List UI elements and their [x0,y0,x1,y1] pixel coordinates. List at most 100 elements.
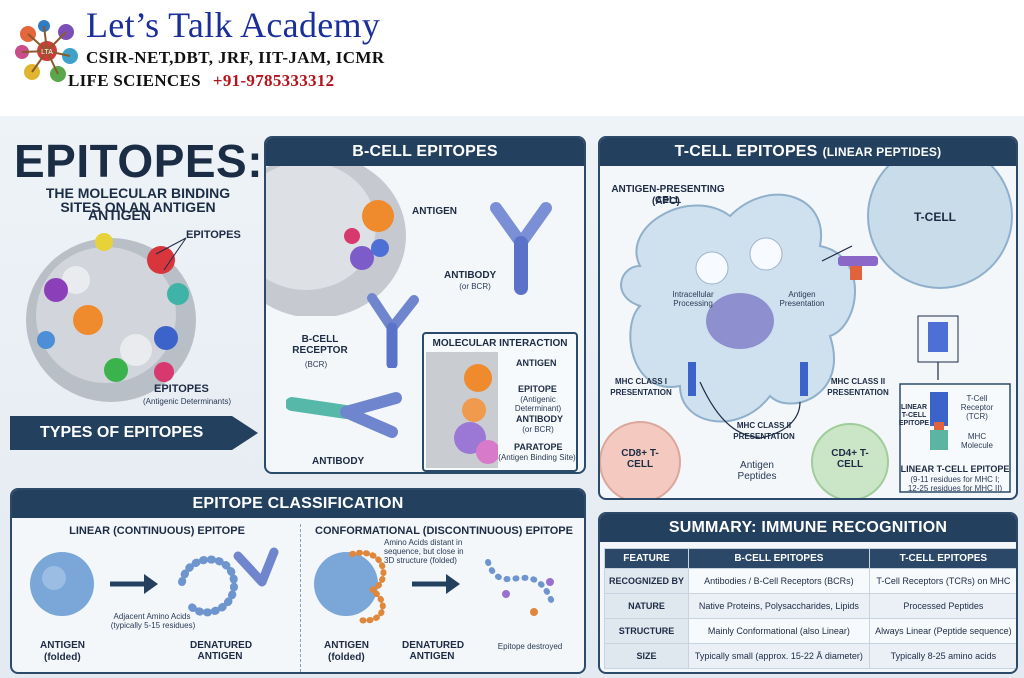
linear-tcell-box-title: LINEAR T-CELL EPITOPE [900,464,1010,474]
bcell-cell: Native Proteins, Polysaccharides, Lipids [688,593,870,619]
conf-denatured-label: DENATURED ANTIGEN [402,640,465,662]
intracellular-label: Intracellular Processing [672,290,714,308]
bcell-receptor-label: B-CELL RECEPTOR [292,334,348,356]
main-title: EPITOPES: [14,135,264,187]
col-feature: FEATURE [604,548,689,569]
conf-folded-label: (folded) [328,652,365,663]
classification-divider [300,524,301,672]
interaction-title: MOLECULAR INTERACTION [432,338,568,349]
interaction-epitope: EPITOPE [518,384,557,394]
types-of-epitopes-text: TYPES OF EPITOPES [40,424,204,441]
conf-antigen-label: ANTIGEN [324,640,369,651]
bcell-antigen-surface [266,166,406,316]
antibody-bcr-icon [490,202,552,295]
tcell-panel-title: T-CELL EPITOPES [674,143,818,160]
table-row: RECOGNIZED BY Antibodies / B-Cell Recept… [604,568,1016,594]
bcell-antigen-label: ANTIGEN [412,206,457,217]
tcell-panel-title-small: (LINEAR PEPTIDES) [822,145,942,159]
tcell-cell: Processed Peptides [868,593,1016,619]
feature-cell: NATURE [604,593,689,619]
col-tcell: T-CELL EPITOPES [868,548,1016,569]
epitopes-bottom-label: EPITOPES [154,383,209,395]
epitope-destroyed-label: Epitope destroyed [497,642,563,651]
linear-epitope-title: LINEAR (CONTINUOUS) EPITOPE [69,525,245,537]
tcell-cell: T-Cell Receptors (TCRs) on MHC [868,568,1016,594]
antigen-label: ANTIGEN [88,207,151,223]
classification-header: EPITOPE CLASSIFICATION [12,490,584,518]
tcr-label: T-Cell Receptor (TCR) [960,394,994,421]
interaction-antibody-sub: (or BCR) [522,425,554,434]
antibody-label: ANTIBODY [312,456,365,467]
antibody-icon [286,392,402,438]
interaction-paratope: PARATOPE [514,442,563,452]
interaction-antigen: ANTIGEN [516,358,557,368]
types-of-epitopes-banner [10,416,258,450]
apc-label: ANTIGEN-PRESENTING CELL [611,184,725,206]
exam-list: CSIR-NET,DBT, JRF, IIT-JAM, ICMR [86,48,385,67]
adjacent-amino-acids-sub: (typically 5-15 residues) [110,621,196,630]
bcell-panel-header: B-CELL EPITOPES [266,138,584,166]
epitopes-label: EPITOPES [186,229,241,241]
tcell-panel-header: T-CELL EPITOPES (LINEAR PEPTIDES) [600,138,1016,166]
epitopes-bottom-sub: (Antigenic Determinants) [142,397,232,406]
interaction-closeup [426,352,498,468]
cd8-label: CD8+ T-CELL [621,448,659,470]
academy-logo-icon: LTA [15,20,78,82]
feature-cell: STRUCTURE [604,618,689,644]
linear-tcell-box-sub1: (9-11 residues for MHC I; [910,475,1000,484]
distant-amino-acids: Amino Acids distant in sequence, but clo… [384,538,464,565]
antibody-bcr-label: ANTIBODY [444,270,497,281]
main-subtitle: THE MOLECULAR BINDING SITES ON AN ANTIGE… [45,185,231,215]
table-row: SIZE Typically small (approx. 15-22 Å di… [604,643,1016,669]
antigen-peptides-label: Antigen Peptides [737,460,777,482]
linear-tcell-box-sub2: 12-25 residues for MHC II) [907,484,1003,493]
interaction-epitope-sub: (Antigenic Determinant) [514,395,562,413]
feature-cell: SIZE [604,643,689,669]
tcell-cell: Always Linear (Peptide sequence) [868,618,1016,644]
conformational-epitope-title: CONFORMATIONAL (DISCONTINUOUS) EPITOPE [315,525,573,537]
apc-sub: (APC) [652,196,680,207]
bcell-cell: Mainly Conformational (also Linear) [688,618,870,644]
phone-number[interactable]: +91-9785333312 [212,71,335,90]
conformational-epitope-illustration [314,549,555,624]
bcell-receptor-icon [367,293,419,368]
epitopes-pointer-lines [155,237,187,271]
interaction-paratope-sub: (Antigen Binding Site) [498,453,576,462]
summary-panel: SUMMARY: IMMUNE RECOGNITION FEATURE B-CE… [598,512,1018,674]
mhc1-label: MHC CLASS I PRESENTATION [610,377,672,397]
bcell-epitopes-panel: B-CELL EPITOPES ANTIGEN ANTIBODY (or BCR… [264,136,586,474]
linear-folded-label: (folded) [44,652,81,663]
linear-antigen-label: ANTIGEN [40,640,85,651]
interaction-antibody: ANTIBODY [516,414,563,424]
summary-header: SUMMARY: IMMUNE RECOGNITION [600,514,1016,542]
epitope-infographic: EPITOPES: THE MOLECULAR BINDING SITES ON… [0,116,1024,678]
linear-tcell-epitope-side: LINEAR T-CELL EPITOPE [898,404,930,427]
academy-header: LTA Let’s Talk Academy CSIR-NET,DBT, JRF… [0,0,1024,112]
tcell-epitopes-panel: T-CELL EPITOPES(LINEAR PEPTIDES) A [598,136,1018,500]
academy-name: Let’s Talk Academy [86,5,381,45]
antigen-protein-illustration [26,233,196,402]
molecular-interaction-box: MOLECULAR INTERACTION ANTIGEN EPITOPE (A… [422,332,578,472]
table-row: NATURE Native Proteins, Polysaccharides,… [604,593,1016,619]
summary-table: FEATURE B-CELL EPITOPES T-CELL EPITOPES … [604,548,1016,669]
linear-denatured-label: DENATURED ANTIGEN [190,640,253,662]
mhc2-center-label: MHC CLASS II PRESENTATION [733,421,795,441]
tcell-cell: Typically 8-25 amino acids [868,643,1016,669]
bcell-cell: Antibodies / B-Cell Receptors (BCRs) [688,568,870,594]
adjacent-amino-acids: Adjacent Amino Acids [113,612,191,621]
summary-header-row: FEATURE B-CELL EPITOPES T-CELL EPITOPES [604,548,1016,569]
linear-epitope-illustration [30,547,279,617]
life-sciences-label: LIFE SCIENCES [68,71,201,90]
table-row: STRUCTURE Mainly Conformational (also Li… [604,618,1016,644]
life-sciences-line: LIFE SCIENCES +91-9785333312 [68,71,334,91]
mhc2-right-label: MHC CLASS II PRESENTATION [827,377,889,397]
antibody-bcr-sub: (or BCR) [459,282,491,291]
epitope-classification-panel: EPITOPE CLASSIFICATION LINEAR (CONTINUOU… [10,488,586,674]
antigen-presentation-label: Antigen Presentation [779,290,825,308]
bcell-cell: Typically small (approx. 15-22 Å diamete… [688,643,870,669]
mhc-molecule-label: MHC Molecule [960,432,993,450]
feature-cell: RECOGNIZED BY [604,568,689,594]
cd4-label: CD4+ T-CELL [831,448,869,470]
tcell-pathway-illustration [600,166,1013,498]
bcell-receptor-sub: (BCR) [304,360,328,369]
